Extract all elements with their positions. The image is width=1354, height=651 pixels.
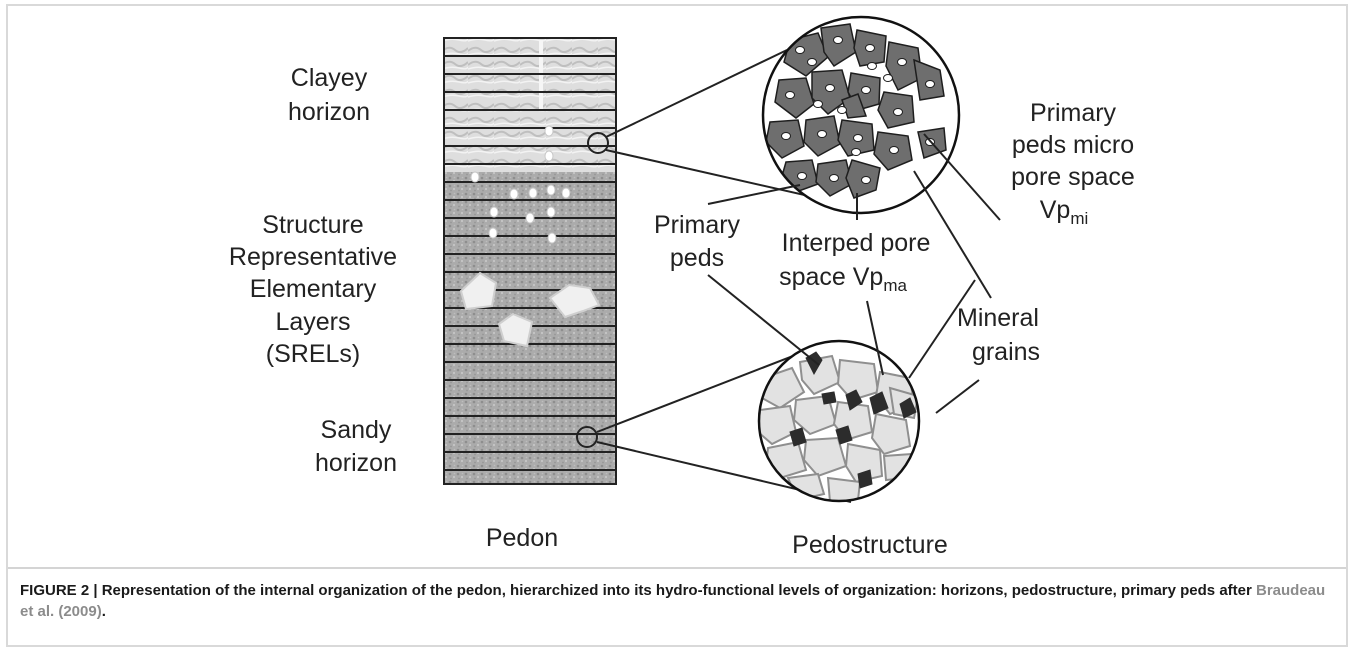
- micro-pore: [782, 133, 791, 140]
- label-clayey-2: horizon: [288, 98, 370, 126]
- caption-divider: [8, 567, 1346, 569]
- figure-caption: FIGURE 2 | Representation of the interna…: [20, 580, 1330, 622]
- pedostructure-zoom: [755, 338, 925, 508]
- micro-pore: [862, 177, 871, 184]
- label-micro-4-text: Vp: [1040, 196, 1071, 224]
- primary-ped-dark: [822, 392, 836, 404]
- micro-pore: [808, 59, 817, 66]
- micro-pore: [786, 92, 795, 99]
- micro-pore: [898, 59, 907, 66]
- micro-pore: [890, 147, 899, 154]
- label-mineral-1: Mineral: [957, 304, 1039, 332]
- label-micro-2: peds micro: [1012, 131, 1134, 159]
- label-primary-peds-1: Primary: [654, 211, 741, 239]
- label-srel-5: (SRELs): [266, 340, 360, 368]
- micro-pore: [884, 75, 893, 82]
- aggregate: [471, 172, 479, 182]
- micro-pore: [854, 135, 863, 142]
- aggregate: [489, 228, 497, 238]
- micro-pore: [894, 109, 903, 116]
- label-srel-1: Structure: [262, 211, 363, 239]
- micro-pore: [852, 149, 861, 156]
- label-mineral-2: grains: [972, 338, 1040, 366]
- label-primary-peds-2: peds: [670, 244, 724, 272]
- label-micro-3: pore space: [1011, 163, 1135, 191]
- label-pedostructure: Pedostructure: [792, 531, 948, 559]
- diagram-labels: Clayey horizon Structure Representative …: [229, 64, 1135, 559]
- label-srel-2: Representative: [229, 243, 397, 271]
- label-sandy-1: Sandy: [321, 416, 392, 444]
- micro-pore: [862, 87, 871, 94]
- pedon-column: [444, 38, 616, 484]
- label-micro-1: Primary: [1030, 99, 1117, 127]
- micro-pore: [826, 85, 835, 92]
- caption-main: FIGURE 2 | Representation of the interna…: [20, 582, 1256, 599]
- aggregate: [545, 126, 553, 136]
- aggregate: [547, 185, 555, 195]
- aggregate: [529, 188, 537, 198]
- label-srel-4: Layers: [275, 308, 350, 336]
- micro-pore: [814, 101, 823, 108]
- caption-end: .: [102, 603, 106, 620]
- label-interped-2: space Vpma: [779, 263, 907, 295]
- label-micro-sub: mi: [1070, 209, 1088, 228]
- label-srel-3: Elementary: [250, 275, 377, 303]
- label-pedon: Pedon: [486, 524, 558, 552]
- micro-pore: [866, 45, 875, 52]
- aggregate: [562, 188, 570, 198]
- micro-pore: [926, 81, 935, 88]
- micro-pore: [830, 175, 839, 182]
- clayey-horizon-block: [444, 38, 616, 172]
- aggregate: [547, 207, 555, 217]
- aggregate: [526, 213, 534, 223]
- aggregate: [545, 151, 553, 161]
- micro-pore: [868, 63, 877, 70]
- label-micro-4: Vpmi: [1040, 196, 1089, 228]
- mineral-grain: [766, 442, 806, 478]
- aggregate: [510, 189, 518, 199]
- micro-pore: [818, 131, 827, 138]
- micro-pore: [796, 47, 805, 54]
- aggregate: [490, 207, 498, 217]
- label-interped-1: Interped pore: [782, 229, 931, 257]
- label-sandy-2: horizon: [315, 449, 397, 477]
- label-interped-2-text: space Vp: [779, 263, 883, 291]
- micro-pore: [834, 37, 843, 44]
- micro-pore: [838, 107, 847, 114]
- pedon-diagram: Clayey horizon Structure Representative …: [0, 0, 1354, 570]
- label-interped-sub: ma: [883, 276, 907, 295]
- aggregate: [548, 233, 556, 243]
- micro-pore: [798, 173, 807, 180]
- label-clayey-1: Clayey: [291, 64, 368, 92]
